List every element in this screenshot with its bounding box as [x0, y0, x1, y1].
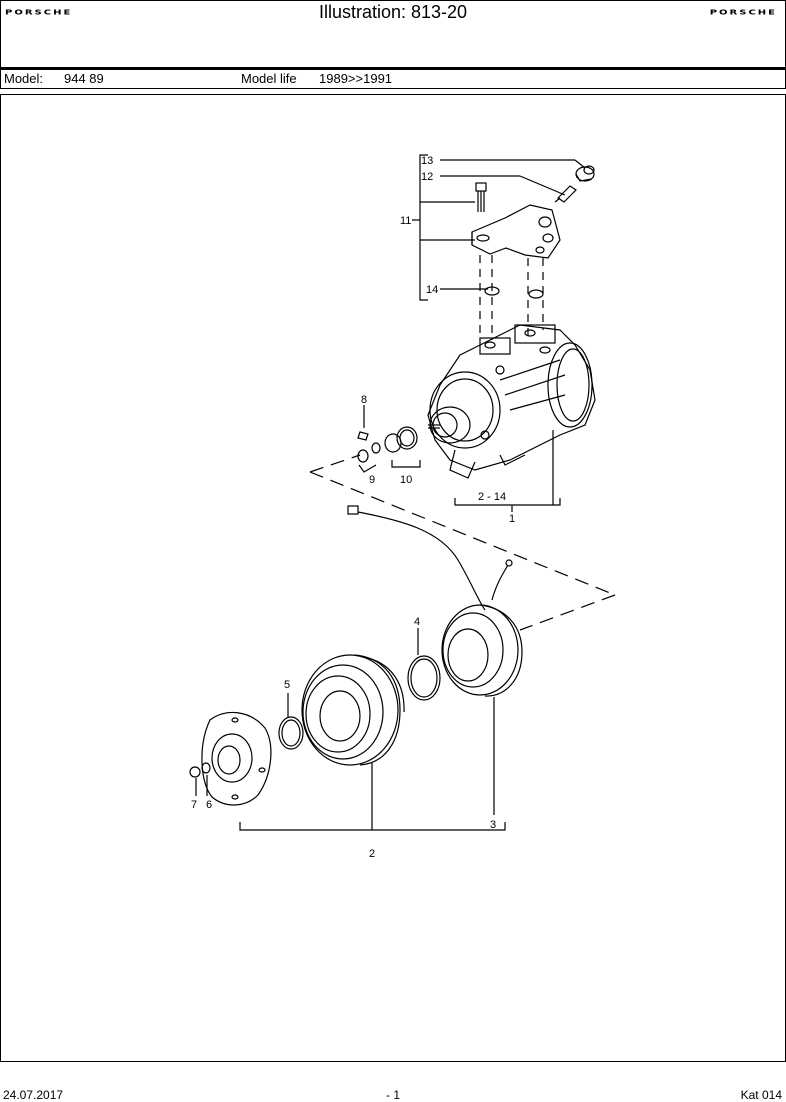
coil-wire — [347, 505, 513, 611]
model-life-label: Model life — [241, 71, 297, 86]
callout-7: 7 — [191, 799, 197, 811]
model-value: 944 89 — [64, 71, 104, 86]
callout-9: 9 — [369, 474, 375, 486]
brand-logo-right: PORSCHE — [709, 9, 777, 17]
model-label: Model: — [4, 71, 44, 86]
callout-12: 12 — [421, 171, 433, 183]
illustration-title: Illustration: 813-20 — [318, 2, 468, 22]
callout-4: 4 — [414, 616, 420, 628]
bolt — [475, 182, 487, 212]
footer-date: 24.07.2017 — [3, 1088, 64, 1102]
part-10-ring — [396, 426, 418, 450]
model-bar: Model: 944 89 Model life 1989>>1991 — [0, 67, 786, 89]
callout-10: 10 — [400, 474, 412, 486]
part-7-nut — [189, 766, 201, 778]
part-3-coil — [441, 604, 523, 697]
part-12-valve — [554, 185, 577, 203]
part-2-pulley — [301, 654, 405, 766]
callout-14: 14 — [426, 284, 438, 296]
callout-3: 3 — [490, 819, 496, 831]
part-13-cap — [575, 165, 595, 182]
compressor-body — [427, 324, 596, 479]
model-life-value: 1989>>1991 — [319, 71, 393, 86]
callout-2: 2 — [369, 848, 375, 860]
callout-2-14: 2 - 14 — [478, 491, 506, 503]
callout-1: 1 — [509, 513, 515, 525]
bracket-11 — [419, 154, 428, 301]
part-8-key — [357, 431, 369, 441]
part-4-snap-ring — [407, 655, 441, 701]
part-14-oring-right — [528, 289, 544, 299]
callout-8: 8 — [361, 394, 367, 406]
armature-plate — [201, 711, 272, 806]
footer-catalog: Kat 014 — [740, 1088, 782, 1102]
part-6-washer — [201, 762, 211, 774]
footer-page-number: - 1 — [386, 1088, 401, 1102]
brand-logo-left: PORSCHE — [5, 9, 73, 17]
callout-6: 6 — [206, 799, 212, 811]
callout-11: 11 — [400, 215, 411, 227]
part-11-manifold — [471, 204, 561, 259]
part-9-washer — [357, 449, 369, 463]
callout-13: 13 — [421, 155, 433, 167]
callout-5: 5 — [284, 679, 290, 691]
part-5-snap-ring — [278, 716, 304, 750]
